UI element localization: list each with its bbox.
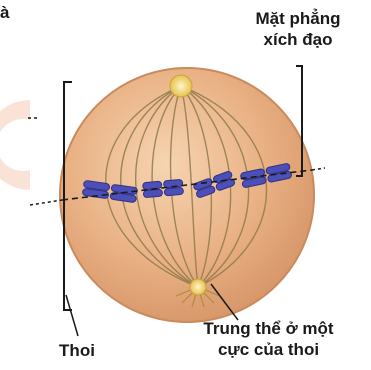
equatorial-plane-label-line-1: Mặt phẳng [226,8,370,29]
equatorial-plane-label: Mặt phẳng xích đạo [226,8,370,50]
cut-off-text: à [0,2,9,23]
watermark-shape-left [0,100,30,190]
spindle-label: Thoi [42,340,112,361]
equatorial-plane-label-line-2: xích đạo [226,29,370,50]
centrosome-top [170,75,192,97]
centrosome-label-line-2: cực của thoi [166,339,371,360]
centrosome-label: Trung thể ở một cực của thoi [166,318,371,360]
spindle-leader-line [66,295,78,336]
centrosome-label-line-1: Trung thể ở một [166,318,371,339]
centrosome-bottom [190,279,206,295]
